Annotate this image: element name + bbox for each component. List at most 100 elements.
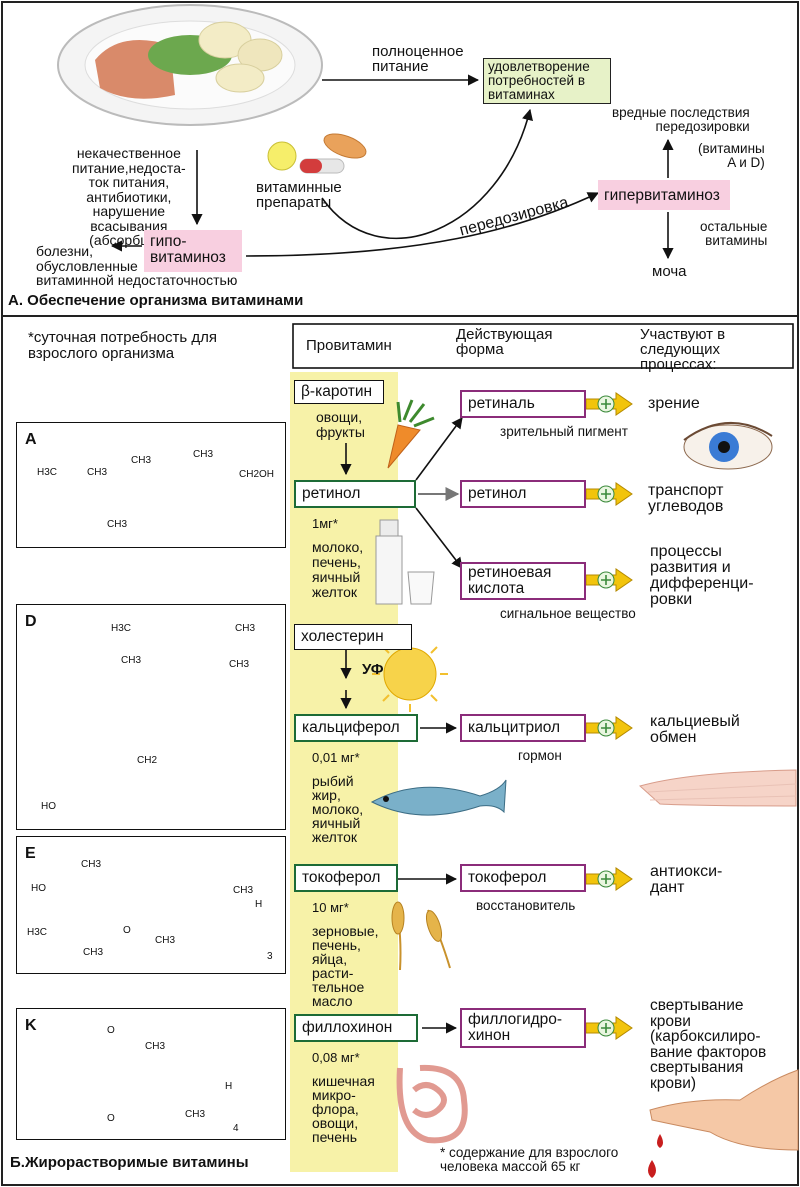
deficiency-diseases-label: болезни, обусловленные витаминной недост… [36, 243, 238, 288]
section-b-title: Б.Жирорастворимые витамины [10, 1154, 249, 1171]
phylloquinone-dose: 0,08 мг* [312, 1050, 360, 1065]
retinol-sources: молоко, печень, яичный желток [312, 539, 364, 600]
urine-label: моча [652, 263, 687, 280]
phylloquinone-structure-frame: K O O CH3 CH3 H 4 [16, 1008, 286, 1140]
chem-label: CH2 [137, 755, 158, 766]
satisfaction-box: удовлетворение потребностей в витаминах [483, 58, 611, 104]
vitamin-d-letter: D [25, 613, 37, 630]
calciferol-structure-frame: D H3C CH3 CH3 CH3 CH2 HO [16, 604, 286, 830]
table-header-box [292, 323, 794, 369]
chem-label: CH3 [81, 859, 102, 870]
chem-label: H3C [111, 623, 132, 634]
cholesterol-box: холестерин [294, 624, 412, 650]
process-antioxidant: антиокси- дант [650, 863, 723, 896]
calciferol-vitamin-box: кальциферол [294, 714, 418, 742]
chem-label: 4 [233, 1123, 239, 1134]
vitamins-ad-label: (витамины A и D) [698, 141, 765, 170]
tocopherol-vitamin-box: токоферол [294, 864, 398, 892]
daily-requirement-note: *суточная потребность для взрослого орга… [28, 329, 218, 362]
hyper-bg [598, 180, 730, 210]
vitamin-e-letter: E [25, 845, 36, 862]
chem-label: H3C [27, 927, 48, 938]
chem-label: HO [31, 883, 46, 894]
process-development: процессы развития и дифференци- ровки [650, 543, 754, 608]
arrow-overdose [245, 192, 600, 257]
chem-label: CH3 [155, 935, 176, 946]
phylloquinone-sources: кишечная микро- флора, овощи, печень [312, 1073, 375, 1145]
calcitriol-box: кальцитриол [460, 714, 586, 742]
milk-bottle-illustration [375, 519, 435, 605]
chem-label: CH2OH [239, 469, 275, 480]
column-provitamin: Провитамин [306, 337, 392, 354]
section-a-title: А. Обеспечение организма витаминами [8, 292, 304, 309]
arrow-pills-to-satisfaction [321, 108, 533, 239]
calciferol-dose: 0,01 мг* [312, 750, 360, 765]
retinoic-acid-box: ретиноевая кислота [460, 562, 586, 600]
retinol-vitamin-box: ретинол [294, 480, 416, 508]
chem-label: CH3 [83, 947, 104, 958]
tocopherol-dose: 10 мг* [312, 900, 349, 915]
chem-label: O [123, 925, 131, 936]
intestine-illustration [396, 1064, 468, 1144]
tocopherol-note: восстановитель [476, 898, 576, 913]
eye-illustration [683, 421, 773, 470]
hypo-bg [144, 230, 242, 272]
chem-label: H3C [37, 467, 58, 478]
wheat-illustration [391, 901, 451, 971]
process-calcium-exchange: кальциевый обмен [650, 713, 740, 746]
carotene-sources: овощи, фрукты [316, 409, 365, 440]
chem-label: HO [41, 801, 56, 812]
chem-label: CH3 [233, 885, 254, 896]
tocopherol-form-box: токоферол [460, 864, 586, 892]
retinal-note: зрительный пигмент [500, 424, 628, 439]
phyllohydroquinone-box: филлогидро- хинон [460, 1008, 586, 1048]
vitamin-a-letter: A [25, 431, 37, 448]
chem-label: H [225, 1081, 233, 1092]
full-nutrition-label: полноценное питание [372, 43, 464, 75]
arm-skeleton-illustration [638, 769, 797, 807]
calcitriol-note: гормон [518, 748, 562, 763]
chem-label: CH3 [131, 455, 152, 466]
other-vitamins-label: остальные витамины [700, 219, 768, 248]
chem-label: CH3 [145, 1041, 166, 1052]
chem-label: CH3 [87, 467, 108, 478]
fish-illustration [370, 779, 507, 816]
tocopherol-sources: зерновые, печень, яйца, расти- тельное м… [312, 923, 379, 1009]
calciferol-sources: рыбий жир, молоко, яичный желток [312, 773, 364, 845]
hypervitaminosis-label: гипервитаминоз [604, 187, 720, 204]
footnote: * содержание для взрослого человека масс… [440, 1145, 619, 1174]
process-arrows [585, 392, 633, 1040]
chem-label: CH3 [185, 1109, 206, 1120]
hypovitaminosis-label: гипо- витаминоз [150, 233, 226, 266]
column-processes: Участвуют в следующих процессах: [640, 326, 726, 373]
process-blood-clotting: свертывание крови (карбоксилиро- вание ф… [650, 997, 767, 1092]
retinol-dose: 1мг* [312, 516, 338, 531]
process-vision: зрение [648, 395, 700, 412]
poor-nutrition-label: некачественное питание,недостa- ток пита… [72, 145, 186, 248]
process-carbohydrate-transport: транспорт углеводов [648, 482, 724, 515]
chem-label: CH3 [107, 519, 128, 530]
chem-label: 3 [267, 951, 273, 962]
uv-label: УФ [362, 661, 384, 678]
retinol-structure-frame: A H3C CH3 CH3 CH3 CH3 CH2OH [16, 422, 286, 548]
chem-label: CH3 [193, 449, 214, 460]
retinoic-acid-note: сигнальное вещество [500, 606, 636, 621]
harmful-effects-label: вредные последствия передозировки [612, 105, 750, 134]
chem-label: CH3 [121, 655, 142, 666]
vitamin-preparations-label: витаминные препараты [256, 179, 342, 211]
tocopherol-structure-frame: E HO CH3 CH3 H3C O CH3 CH3 H 3 [16, 836, 286, 974]
arrow-retinol-to-acid [415, 507, 463, 569]
column-active-form: Действующая форма [456, 326, 553, 358]
hand-illustration [648, 1069, 799, 1178]
chem-label: H [255, 899, 263, 910]
beta-carotene-box: β-каротин [294, 380, 384, 404]
retinal-box: ретиналь [460, 390, 586, 418]
retinol-form-box: ретинол [460, 480, 586, 508]
food-plate-illustration [57, 4, 323, 126]
phylloquinone-vitamin-box: филлохинон [294, 1014, 418, 1042]
vitamin-pills-illustration [267, 133, 367, 174]
chem-label: CH3 [229, 659, 250, 670]
chem-label: CH3 [235, 623, 256, 634]
